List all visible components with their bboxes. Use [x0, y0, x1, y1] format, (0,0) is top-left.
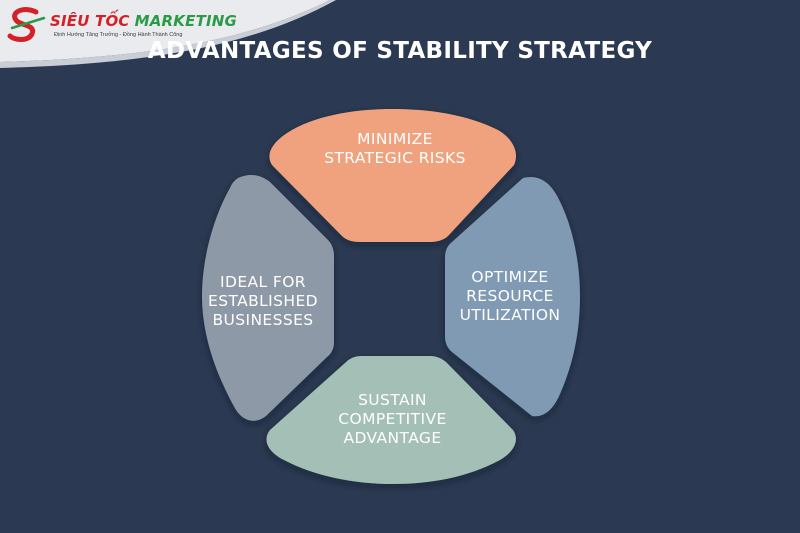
logo-swoosh-icon: [7, 7, 46, 42]
page-title: ADVANTAGES OF STABILITY STRATEGY: [147, 38, 653, 64]
label-bottom: SUSTAIN COMPETITIVE ADVANTAGE: [338, 391, 447, 447]
segment-minimize-strategic-risks: [269, 109, 517, 242]
label-left: IDEAL FOR ESTABLISHED BUSINESSES: [208, 273, 318, 329]
segment-sustain-competitive-advantage: [266, 356, 516, 484]
logo-tagline: Định Hướng Tăng Trưởng - Đồng Hành Thành…: [54, 32, 183, 38]
label-right: OPTIMIZE RESOURCE UTILIZATION: [459, 268, 561, 324]
segment-ideal-for-established-businesses: [202, 175, 334, 421]
segment-optimize-resource-utilization: [445, 176, 580, 417]
label-top: MINIMIZE STRATEGIC RISKS: [324, 130, 466, 167]
